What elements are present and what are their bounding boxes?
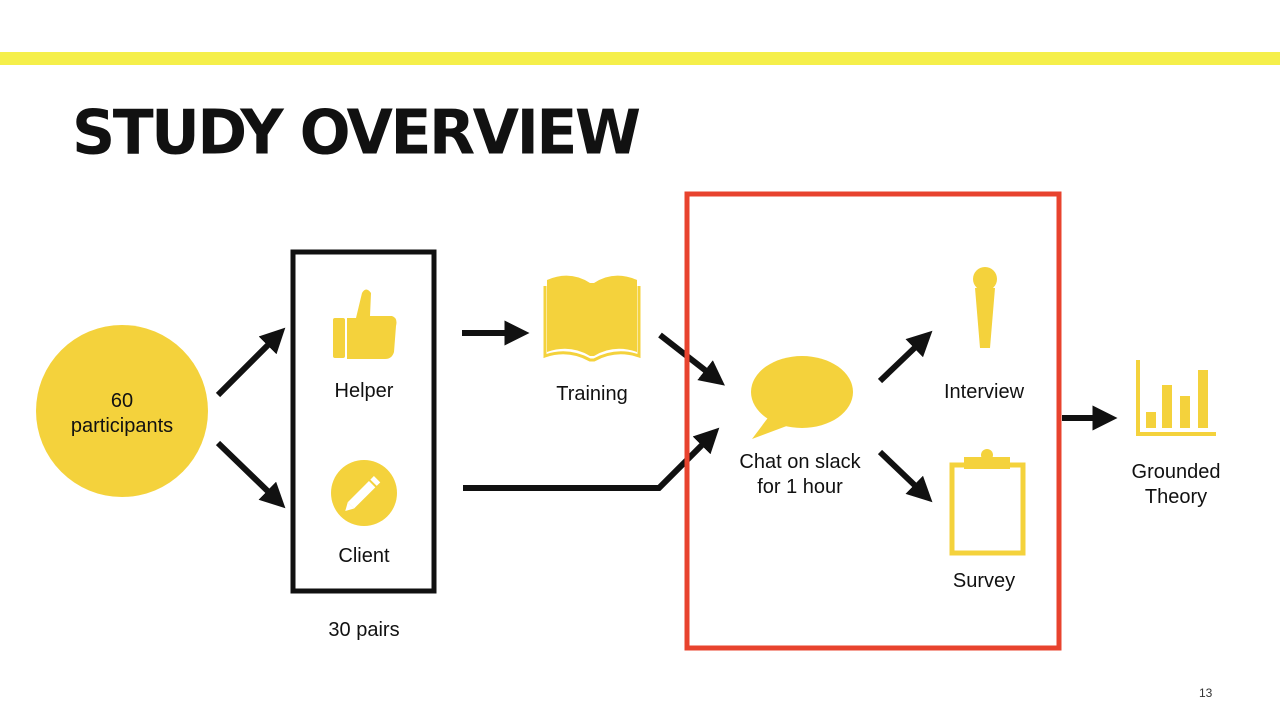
- survey-label: Survey: [953, 570, 1015, 592]
- arrow-to-helper: [215, 327, 286, 398]
- thumbs-up-icon: [333, 289, 397, 359]
- participants-count: 60: [111, 390, 133, 412]
- participants-circle: [36, 325, 208, 497]
- pairs-box: [290, 249, 437, 594]
- arrow-to-client: [215, 440, 286, 509]
- chat-label-line2: for 1 hour: [757, 476, 843, 498]
- arrow-chat-to-interview: [877, 330, 933, 384]
- helper-label: Helper: [335, 380, 394, 402]
- top-accent-stripe: [0, 52, 1280, 65]
- grounded-theory-label-line1: Grounded: [1132, 461, 1221, 483]
- chat-label-line1: Chat on slack: [739, 451, 861, 473]
- speech-bubble-icon: [751, 356, 853, 439]
- pencil-icon: [331, 460, 397, 526]
- training-label: Training: [556, 383, 628, 405]
- grounded-theory-label-line2: Theory: [1145, 486, 1207, 508]
- microphone-icon: [973, 267, 997, 348]
- pairs-label: 30 pairs: [328, 619, 399, 641]
- clipboard-icon: [949, 449, 1026, 556]
- highlight-box: [684, 191, 1062, 651]
- interview-label: Interview: [944, 381, 1025, 403]
- participants-label: participants: [71, 415, 173, 437]
- bar-chart-icon: [1136, 360, 1216, 436]
- slide-title: STUDY OVERVIEW: [72, 97, 641, 169]
- arrow-client-to-chat: [463, 427, 720, 491]
- arrow-chat-to-survey: [877, 449, 933, 503]
- slide-page-number: 13: [1199, 686, 1213, 700]
- client-label: Client: [338, 545, 390, 567]
- book-icon: [543, 275, 641, 362]
